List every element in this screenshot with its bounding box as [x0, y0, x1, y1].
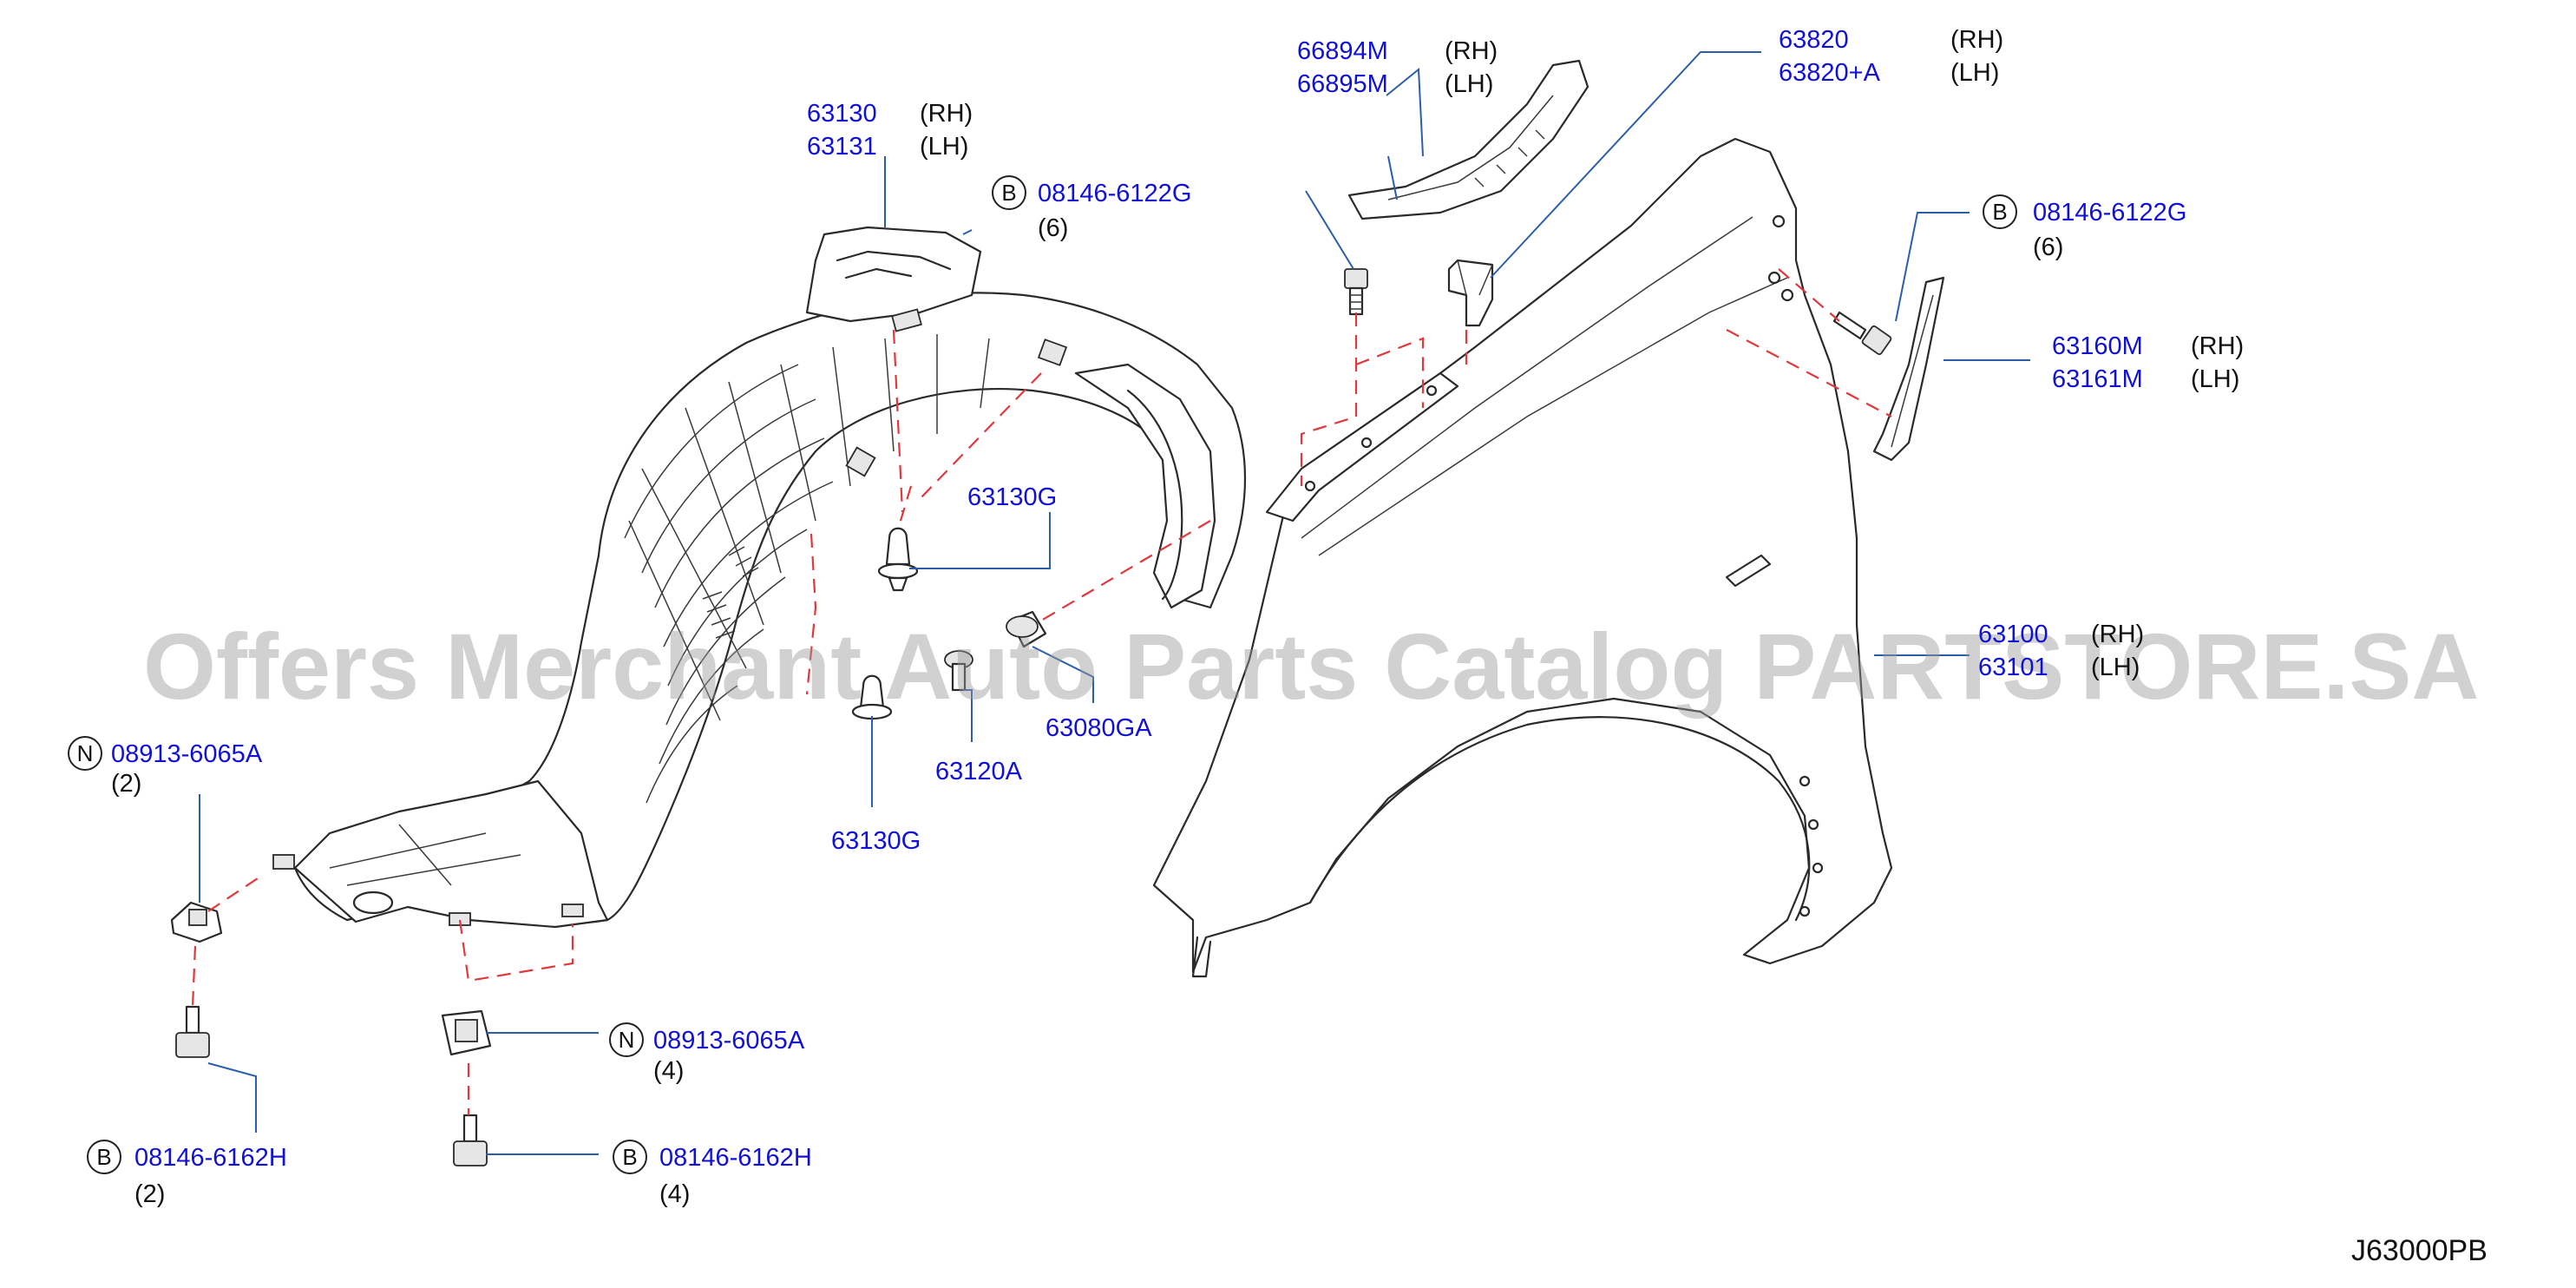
- label-63120a[interactable]: 63120A: [935, 758, 1023, 785]
- grommet-63080ga[interactable]: [1006, 610, 1047, 648]
- label-bolt-left-part[interactable]: 08146-6162H: [134, 1144, 287, 1172]
- prefix-b-top: B: [1001, 180, 1016, 206]
- front-fender[interactable]: [1152, 137, 1893, 978]
- label-bolt-mid-qty: (4): [659, 1180, 690, 1208]
- circle-n-left: [68, 736, 102, 771]
- watermark-text: Offers Merchant Auto Parts Catalog PARTS…: [143, 614, 2479, 719]
- clip-63130g-upper[interactable]: [877, 527, 919, 592]
- label-63160m-side: (RH): [2191, 332, 2244, 360]
- label-bolt-top-part[interactable]: 08146-6122G: [1038, 180, 1191, 207]
- label-66894m-part[interactable]: 66894M: [1297, 37, 1388, 65]
- circle-b-mid: [613, 1140, 647, 1174]
- bolt-mid[interactable]: [453, 1114, 488, 1166]
- prefix-n-mid: N: [619, 1027, 635, 1053]
- label-63130-side: (RH): [920, 100, 973, 128]
- label-63080ga[interactable]: 63080GA: [1045, 714, 1152, 742]
- clip-63130g-lower[interactable]: [851, 674, 893, 720]
- label-nut-mid-part[interactable]: 08913-6065A: [653, 1027, 805, 1055]
- label-63161m-part[interactable]: 63161M: [2052, 365, 2143, 393]
- bolt-fender-side[interactable]: [1832, 311, 1892, 356]
- label-bolt-mid-part[interactable]: 08146-6162H: [659, 1144, 812, 1172]
- circle-b-left: [87, 1140, 121, 1174]
- label-63131-part[interactable]: 63131: [807, 133, 877, 161]
- screw-63120a[interactable]: [944, 650, 973, 692]
- label-63820-part[interactable]: 63820: [1779, 26, 1849, 54]
- label-nut-left-qty: (2): [111, 770, 141, 798]
- label-nut-mid-qty: (4): [653, 1057, 684, 1085]
- label-66894m-side: (RH): [1445, 37, 1498, 65]
- label-bolt-left-qty: (2): [134, 1180, 165, 1208]
- circle-b-top: [992, 175, 1026, 210]
- label-63820a-part[interactable]: 63820+A: [1779, 59, 1881, 87]
- label-fender-part-b[interactable]: 63101: [1978, 654, 2048, 681]
- label-66895m-part[interactable]: 66895M: [1297, 70, 1388, 98]
- label-66895m-side: (LH): [1445, 70, 1493, 98]
- label-bolt-right-part[interactable]: 08146-6122G: [2033, 199, 2186, 227]
- fender-cover-triangle[interactable]: [1872, 276, 1945, 462]
- fender-protector-pad[interactable]: [1447, 259, 1494, 327]
- label-bolt-top-qty: (6): [1038, 214, 1068, 242]
- label-63131-side: (LH): [920, 133, 968, 161]
- label-fender-side-b: (LH): [2091, 654, 2140, 681]
- leader-lines: [199, 51, 2030, 1155]
- bolt-fender-top[interactable]: [1344, 268, 1368, 316]
- label-63160m-part[interactable]: 63160M: [2052, 332, 2143, 360]
- fender-seal-top[interactable]: [1347, 59, 1590, 220]
- label-nut-left-part[interactable]: 08913-6065A: [111, 740, 263, 768]
- wheel-arch-liner[interactable]: [272, 226, 1247, 929]
- diagram-code: J63000PB: [2351, 1234, 2488, 1267]
- prefix-b-right: B: [1992, 199, 2007, 225]
- prefix-b-left: B: [96, 1144, 111, 1170]
- prefix-n-left: N: [77, 740, 94, 766]
- nut-clip-left[interactable]: [170, 901, 223, 943]
- label-63820a-side: (LH): [1950, 59, 1999, 87]
- label-63130g-upper[interactable]: 63130G: [967, 483, 1057, 511]
- circle-n-mid: [609, 1022, 644, 1057]
- label-63130g-lower[interactable]: 63130G: [831, 827, 921, 855]
- label-63130-part[interactable]: 63130: [807, 100, 877, 128]
- assembly-dash-lines: [191, 268, 1892, 1115]
- label-63161m-side: (LH): [2191, 365, 2239, 393]
- nut-clip-mid[interactable]: [441, 1009, 492, 1056]
- label-fender-side-a: (RH): [2091, 621, 2144, 648]
- bolt-left[interactable]: [175, 1005, 210, 1058]
- circle-b-right: [1983, 194, 2017, 229]
- label-bolt-right-qty: (6): [2033, 233, 2063, 261]
- label-fender-part-a[interactable]: 63100: [1978, 621, 2048, 648]
- label-63820-side: (RH): [1950, 26, 2003, 54]
- prefix-b-mid: B: [622, 1144, 637, 1170]
